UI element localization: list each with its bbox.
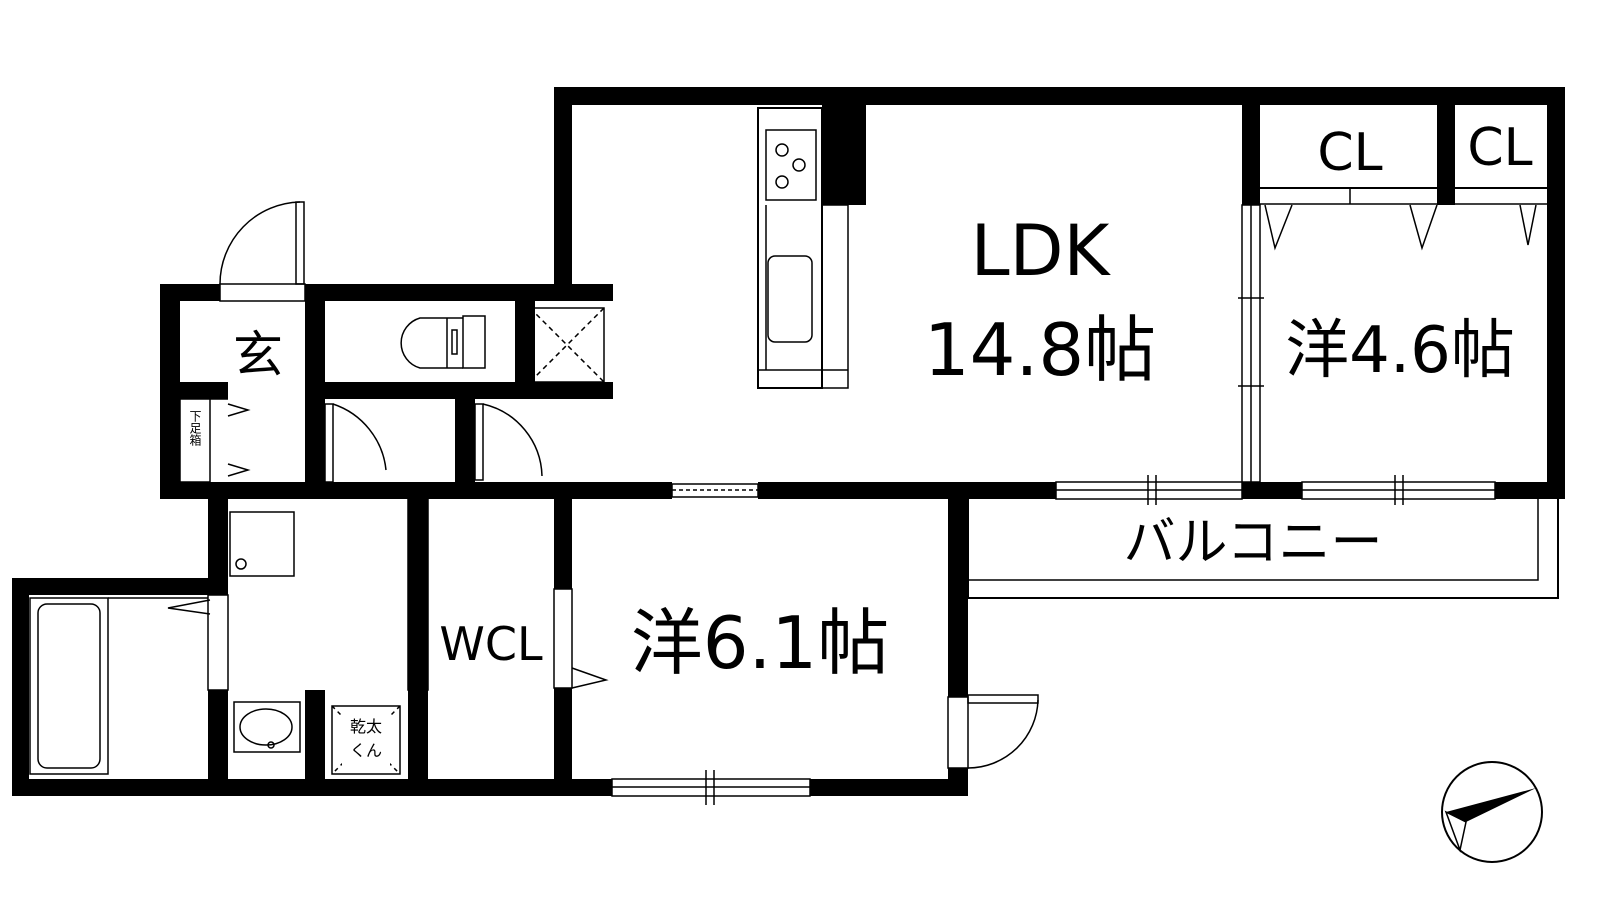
outer-walls: [12, 87, 1565, 796]
closet-label-1: CL: [1317, 123, 1382, 183]
walk-in-closet-label: WCL: [439, 617, 543, 671]
closet-label-2: CL: [1467, 118, 1532, 178]
western-room-small-label: 洋4.6帖: [1285, 314, 1515, 388]
ldk-name-label: LDK: [971, 210, 1112, 292]
dryer-label-line1: 乾太: [350, 717, 382, 736]
western-room-large-label: 洋6.1帖: [631, 601, 890, 685]
shoe-box-label: 下足箱: [188, 410, 202, 446]
entrance-label: 玄: [233, 326, 283, 384]
toilet: [400, 315, 486, 369]
interior-walls: [180, 105, 1565, 796]
balcony-label: バルコニー: [1124, 513, 1383, 573]
room-labels: LDK 14.8帖 洋4.6帖 洋6.1帖 CL CL WCL 玄 バルコニー …: [188, 118, 1533, 760]
shoe-box: [179, 398, 251, 483]
windows: [207, 204, 1496, 805]
closets: [1260, 187, 1547, 251]
doors: [167, 201, 1039, 769]
dryer-label-line2: くん: [350, 741, 382, 760]
kitchen: [757, 107, 849, 389]
ldk-size-label: 14.8帖: [924, 308, 1156, 392]
fridge-space: [529, 307, 605, 383]
north-arrow-icon: [1441, 761, 1543, 863]
balcony: [967, 499, 1559, 599]
washroom: [29, 511, 401, 775]
